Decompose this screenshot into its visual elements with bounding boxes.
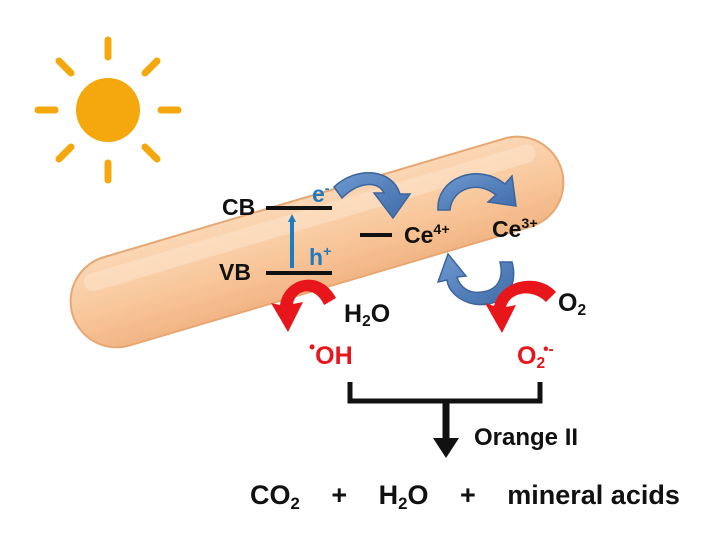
ce3-base: Ce <box>492 216 522 242</box>
electron-base: e <box>312 181 325 207</box>
co2-sub: 2 <box>290 493 300 513</box>
h2o-reactant-label: H2O <box>344 300 391 331</box>
superoxide-sub: 2 <box>536 355 546 373</box>
sun-icon <box>34 36 182 184</box>
catalyst-rod <box>69 135 565 349</box>
product-bracket <box>347 382 543 404</box>
down-arrow-head <box>433 438 459 458</box>
superoxide-base: O <box>517 342 537 370</box>
ce3-to-ce4-arrow <box>436 252 515 306</box>
band-levels <box>266 206 392 275</box>
electron-label: e- <box>312 181 330 207</box>
h2o-product-h: H <box>378 480 399 510</box>
ce3-charge: 3+ <box>521 216 538 233</box>
hole-charge: + <box>323 244 332 261</box>
ce3-label: Ce3+ <box>492 216 538 242</box>
ce4-to-ce3-arrow <box>437 173 517 211</box>
o2-reactant-label: O2 <box>558 289 587 320</box>
electron-charge: - <box>324 181 330 198</box>
ce4-label: Ce4+ <box>404 222 450 248</box>
superoxide-charge: •- <box>543 341 554 359</box>
hydroxyl-base: OH <box>315 342 353 370</box>
o2-reactant-o: O <box>558 289 578 317</box>
co2-base: CO <box>250 480 291 510</box>
plus-sign-1: + <box>331 480 348 510</box>
h2o-product-sub: 2 <box>398 493 408 513</box>
electron-transfer-arrow <box>333 172 412 220</box>
cycle-arrows <box>333 172 517 306</box>
vb-label: VB <box>219 259 251 285</box>
dye-label: Orange II <box>474 424 579 451</box>
products-equation: CO2 + H2O + mineral acids <box>250 480 680 513</box>
mineral-acids-product: mineral acids <box>507 480 680 510</box>
h2o-product: H2O <box>378 480 429 513</box>
h2o-reactant-h: H <box>344 300 363 328</box>
hydroxyl-dot: • <box>309 337 316 358</box>
hole-oxidation-arrow <box>271 279 336 332</box>
hydroxyl-radical-label: •OH <box>309 338 353 370</box>
cb-label: CB <box>222 194 256 220</box>
hole-base: h <box>309 244 324 270</box>
ce4-charge: 4+ <box>433 222 450 239</box>
hole-label: h+ <box>309 244 332 270</box>
o2-reduction-arrow <box>485 280 556 333</box>
h2o-reactant-sub: 2 <box>362 313 371 331</box>
reaction-arrows <box>271 279 556 333</box>
h2o-product-o: O <box>407 480 429 510</box>
ce4-base: Ce <box>404 222 434 248</box>
o2-reactant-sub: 2 <box>577 302 587 320</box>
co2-product: CO2 <box>250 480 300 513</box>
h2o-reactant-o: O <box>370 300 391 328</box>
plus-sign-2: + <box>459 480 476 510</box>
superoxide-radical-label: O2•- <box>517 341 554 373</box>
